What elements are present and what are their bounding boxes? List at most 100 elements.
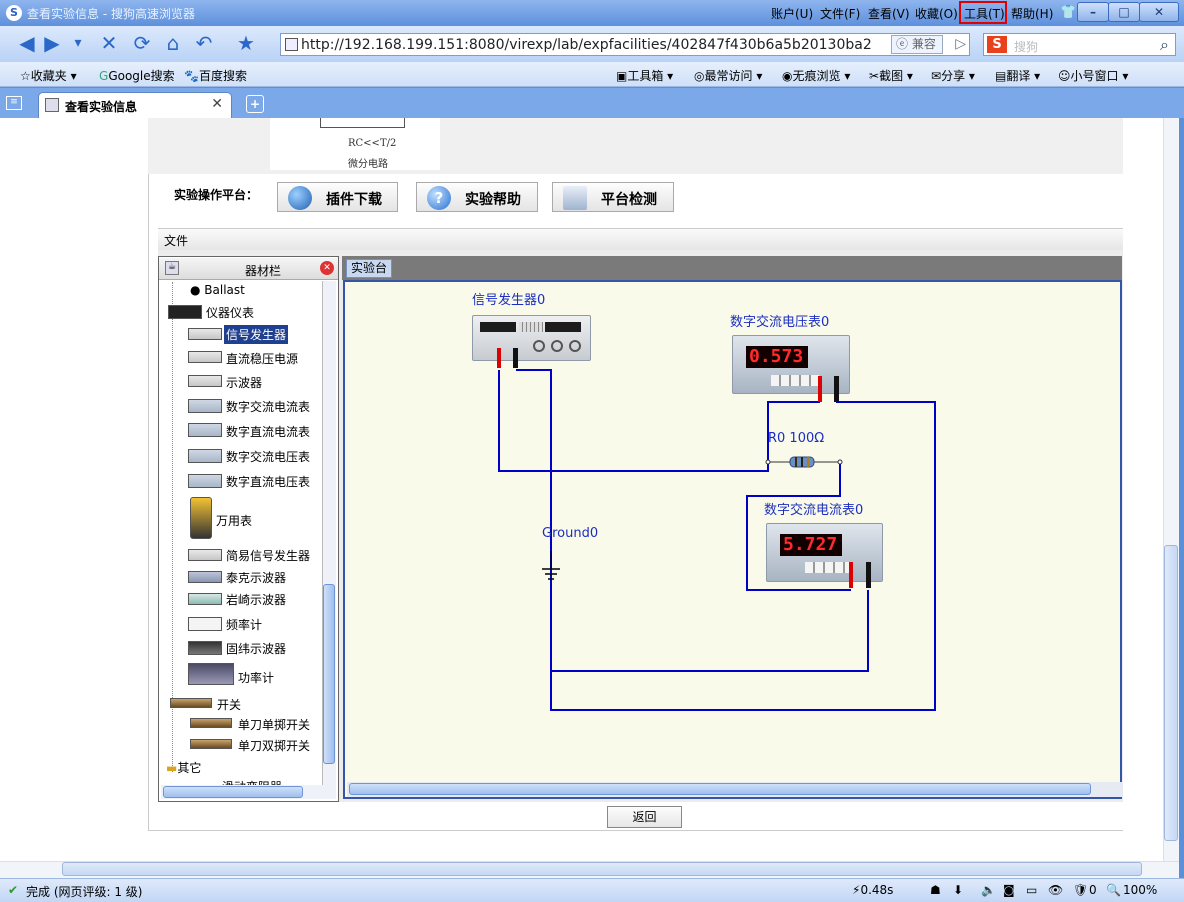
menu-file[interactable]: 文件(F) <box>820 7 861 21</box>
tree-item-oscilloscope[interactable]: 示波器 <box>226 376 263 390</box>
most-visited-button[interactable]: ◎最常访问 ▾ <box>694 69 763 83</box>
ac-ammeter-device[interactable]: 5.727 <box>766 523 883 582</box>
tree-item-frequency-counter[interactable]: 频率计 <box>226 618 263 632</box>
favorite-star-icon[interactable]: ★ <box>237 31 255 55</box>
tab-workbench[interactable]: 实验台 <box>346 259 392 278</box>
status-bar: ✔ 完成 (网页评级: 1 级) ⚡0.48s ☗ ⬇ 🔈 ◙ ▭ 👁 🛡 0 … <box>0 878 1184 902</box>
person-icon[interactable]: ☗ <box>930 883 941 897</box>
wire-resistor-to-ammeter <box>746 462 851 591</box>
tree-item-gw-oscilloscope[interactable]: 固纬示波器 <box>226 642 287 656</box>
ac-voltmeter-device[interactable]: 0.573 <box>732 335 850 394</box>
voltmeter-display: 0.573 <box>746 346 808 368</box>
address-bar[interactable]: http://192.168.199.151:8080/virexp/lab/e… <box>280 33 970 56</box>
dc-power-icon <box>188 351 222 363</box>
home-icon[interactable]: ⌂ <box>166 31 180 55</box>
tree-item-signal-generator[interactable]: 信号发生器 <box>224 325 289 344</box>
palette-close-icon[interactable]: ✕ <box>320 261 334 275</box>
tree-item-instruments[interactable]: 仪器仪表 <box>206 306 255 320</box>
forward-icon[interactable]: ▶ <box>44 31 60 55</box>
shield-count: 0 <box>1089 883 1097 897</box>
small-window-button[interactable]: ☺小号窗口 ▾ <box>1058 69 1129 83</box>
back-button[interactable]: 返回 <box>607 806 682 828</box>
wire-ammeter-to-return <box>551 590 869 672</box>
search-box[interactable]: S 搜狗 ⌕ <box>983 33 1176 56</box>
translate-button[interactable]: ▤翻译 ▾ <box>995 69 1041 83</box>
globe-icon <box>288 186 312 210</box>
tree-item-spdt-switch[interactable]: 单刀双掷开关 <box>238 739 311 753</box>
tree-item-ac-ammeter[interactable]: 数字交流电流表 <box>226 400 311 414</box>
menu-favorites[interactable]: 收藏(O) <box>915 7 958 21</box>
close-tab-icon[interactable]: ✕ <box>211 96 223 112</box>
baidu-search-link[interactable]: 🐾百度搜索 <box>184 69 247 83</box>
menu-help[interactable]: 帮助(H) <box>1011 7 1054 21</box>
tab-label: 查看实验信息 <box>65 100 138 114</box>
tree-item-other[interactable]: ▬其它 <box>166 761 202 775</box>
tree-item-ballast[interactable]: ● Ballast <box>190 283 245 297</box>
tree-item-dc-ammeter[interactable]: 数字直流电流表 <box>226 425 311 439</box>
favorites-menu[interactable]: ☆收藏夹 ▾ <box>20 69 77 83</box>
status-text[interactable]: 完成 (网页评级: 1 级) <box>26 885 143 899</box>
sound-icon[interactable]: 🔈 <box>981 883 996 897</box>
tree-item-spst-switch[interactable]: 单刀单掷开关 <box>238 718 311 732</box>
window-icon[interactable]: ▭ <box>1026 883 1038 897</box>
power-meter-icon <box>188 663 234 685</box>
refresh-icon[interactable]: ⟳ <box>133 31 151 55</box>
tree-item-multimeter[interactable]: 万用表 <box>216 514 253 528</box>
share-button[interactable]: ✉分享 ▾ <box>931 69 975 83</box>
bench-hscroll-thumb[interactable] <box>349 783 1091 795</box>
tree-item-tektronix-oscilloscope[interactable]: 泰克示波器 <box>226 571 287 585</box>
address-url[interactable]: http://192.168.199.151:8080/virexp/lab/e… <box>301 37 871 53</box>
menu-tools[interactable]: 工具(T) <box>964 7 1005 21</box>
bench-tab-bar <box>342 256 1122 280</box>
palette-scroll-thumb[interactable] <box>323 584 335 764</box>
undo-close-icon[interactable]: ↶ <box>195 31 213 55</box>
history-dropdown-icon[interactable]: ▾ <box>74 35 82 51</box>
page-hscroll-thumb[interactable] <box>62 862 1142 876</box>
google-search-link[interactable]: GGoogle搜索 <box>99 69 175 83</box>
iwatsu-oscilloscope-icon <box>188 593 222 605</box>
camera-icon[interactable]: ◙ <box>1003 883 1015 897</box>
tab-experiment-info[interactable]: 查看实验信息 ✕ <box>38 92 232 118</box>
tree-item-dc-power[interactable]: 直流稳压电源 <box>226 352 299 366</box>
stop-icon[interactable]: ✕ <box>100 31 118 55</box>
close-window-button[interactable]: ✕ <box>1139 2 1179 22</box>
go-icon[interactable]: ▷ <box>955 36 966 52</box>
sidebar-toggle-icon[interactable]: ≡ <box>6 96 22 110</box>
screenshot-button[interactable]: ✂截图 ▾ <box>869 69 913 83</box>
zoom-level[interactable]: 100% <box>1123 883 1158 897</box>
tree-item-ac-voltmeter[interactable]: 数字交流电压表 <box>226 450 311 464</box>
download-icon[interactable]: ⬇ <box>953 883 964 897</box>
page-vscroll-thumb[interactable] <box>1164 545 1178 841</box>
zoom-icon[interactable]: 🔍 <box>1106 883 1121 897</box>
tree-item-switch[interactable]: 开关 <box>217 698 242 712</box>
shield-icon[interactable]: 🛡 <box>1073 883 1089 897</box>
menu-account[interactable]: 账户(U) <box>771 7 814 21</box>
frequency-counter-icon <box>188 617 222 631</box>
palette-hscroll-thumb[interactable] <box>163 786 303 798</box>
skin-icon[interactable]: 👕 <box>1060 5 1077 20</box>
tree-item-simple-signal-generator[interactable]: 简易信号发生器 <box>226 549 311 563</box>
compat-label: 兼容 <box>911 37 936 51</box>
tree-item-power-meter[interactable]: 功率计 <box>238 671 275 685</box>
private-browsing-button[interactable]: ◉无痕浏览 ▾ <box>782 69 851 83</box>
toolbox-button[interactable]: ▣工具箱 ▾ <box>616 69 674 83</box>
tree-item-dc-voltmeter[interactable]: 数字直流电压表 <box>226 475 311 489</box>
favorites-bar <box>0 62 1184 87</box>
eye-icon[interactable]: 👁 <box>1048 883 1064 897</box>
experiment-help-button[interactable]: ? 实验帮助 <box>416 182 538 212</box>
compat-mode-button[interactable]: ⓔ 兼容 <box>891 35 943 54</box>
back-icon[interactable]: ◀ <box>19 31 35 55</box>
new-tab-button[interactable]: + <box>246 95 264 113</box>
tree-item-iwatsu-oscilloscope[interactable]: 岩崎示波器 <box>226 593 287 607</box>
plugin-download-button[interactable]: 插件下载 <box>277 182 398 212</box>
tree-item-slide-rheostat[interactable]: 滑动变阻器 <box>222 778 282 786</box>
search-icon[interactable]: ⌕ <box>1160 35 1169 54</box>
platform-check-button[interactable]: 平台检测 <box>552 182 674 212</box>
baidu-icon: 🐾 <box>184 69 199 83</box>
signal-generator-device[interactable] <box>472 315 591 361</box>
spdt-switch-icon <box>190 739 232 749</box>
applet-file-menu[interactable]: 文件 <box>164 234 189 248</box>
ground-symbol <box>542 568 560 580</box>
menu-view[interactable]: 查看(V) <box>868 7 910 21</box>
